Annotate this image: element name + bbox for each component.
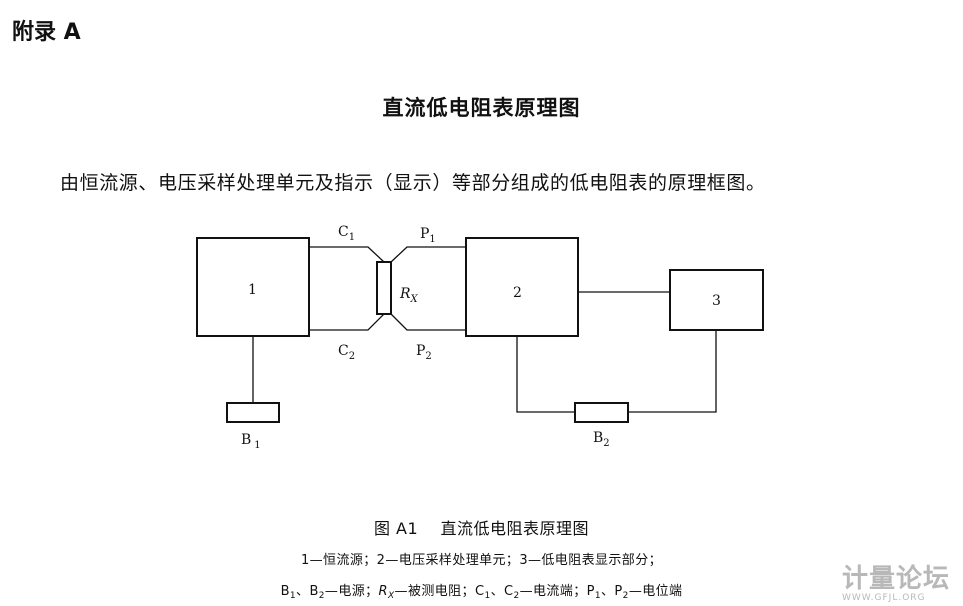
page-title: 直流低电阻表原理图 (382, 96, 581, 120)
watermark-logo: 计量论坛 WWW.GFJL.ORG (842, 564, 951, 603)
power-supply-b1 (226, 402, 280, 423)
resistor-rx (376, 261, 392, 315)
display-unit-block (669, 269, 764, 331)
c2-label: C2 (338, 343, 355, 362)
block-3-label: 3 (712, 293, 721, 309)
p2-label: P2 (416, 343, 432, 362)
voltage-sampling-unit-block (465, 237, 579, 337)
figure-caption: 图 A1 直流低电阻表原理图 (373, 519, 590, 538)
wire-block2-b2 (516, 336, 575, 413)
b2-label: B2 (593, 430, 610, 449)
p1-label: P1 (420, 226, 436, 245)
appendix-label: 附录 A (12, 20, 81, 45)
block-2-label: 2 (513, 285, 522, 301)
legend-line-1: 1—恒流源；2—电压采样处理单元；3—低电阻表显示部分； (300, 553, 662, 568)
wire-c1 (309, 246, 385, 263)
power-supply-b2 (574, 402, 629, 423)
legend-line-2: B1、B2—电源；RX—被测电阻；C1、C2—电流端；P1、P2—电位端 (280, 584, 683, 601)
wire-p1 (390, 246, 466, 263)
rx-label: RX (399, 286, 419, 305)
wire-c2 (309, 313, 385, 331)
constant-current-source-block (196, 237, 310, 337)
wire-b2-block3 (628, 330, 717, 413)
c1-label: C1 (338, 224, 355, 243)
block-1-label: 1 (248, 282, 257, 298)
wire-p2 (390, 313, 466, 331)
intro-paragraph: 由恒流源、电压采样处理单元及指示（显示）等部分组成的低电阻表的原理框图。 (60, 172, 766, 194)
